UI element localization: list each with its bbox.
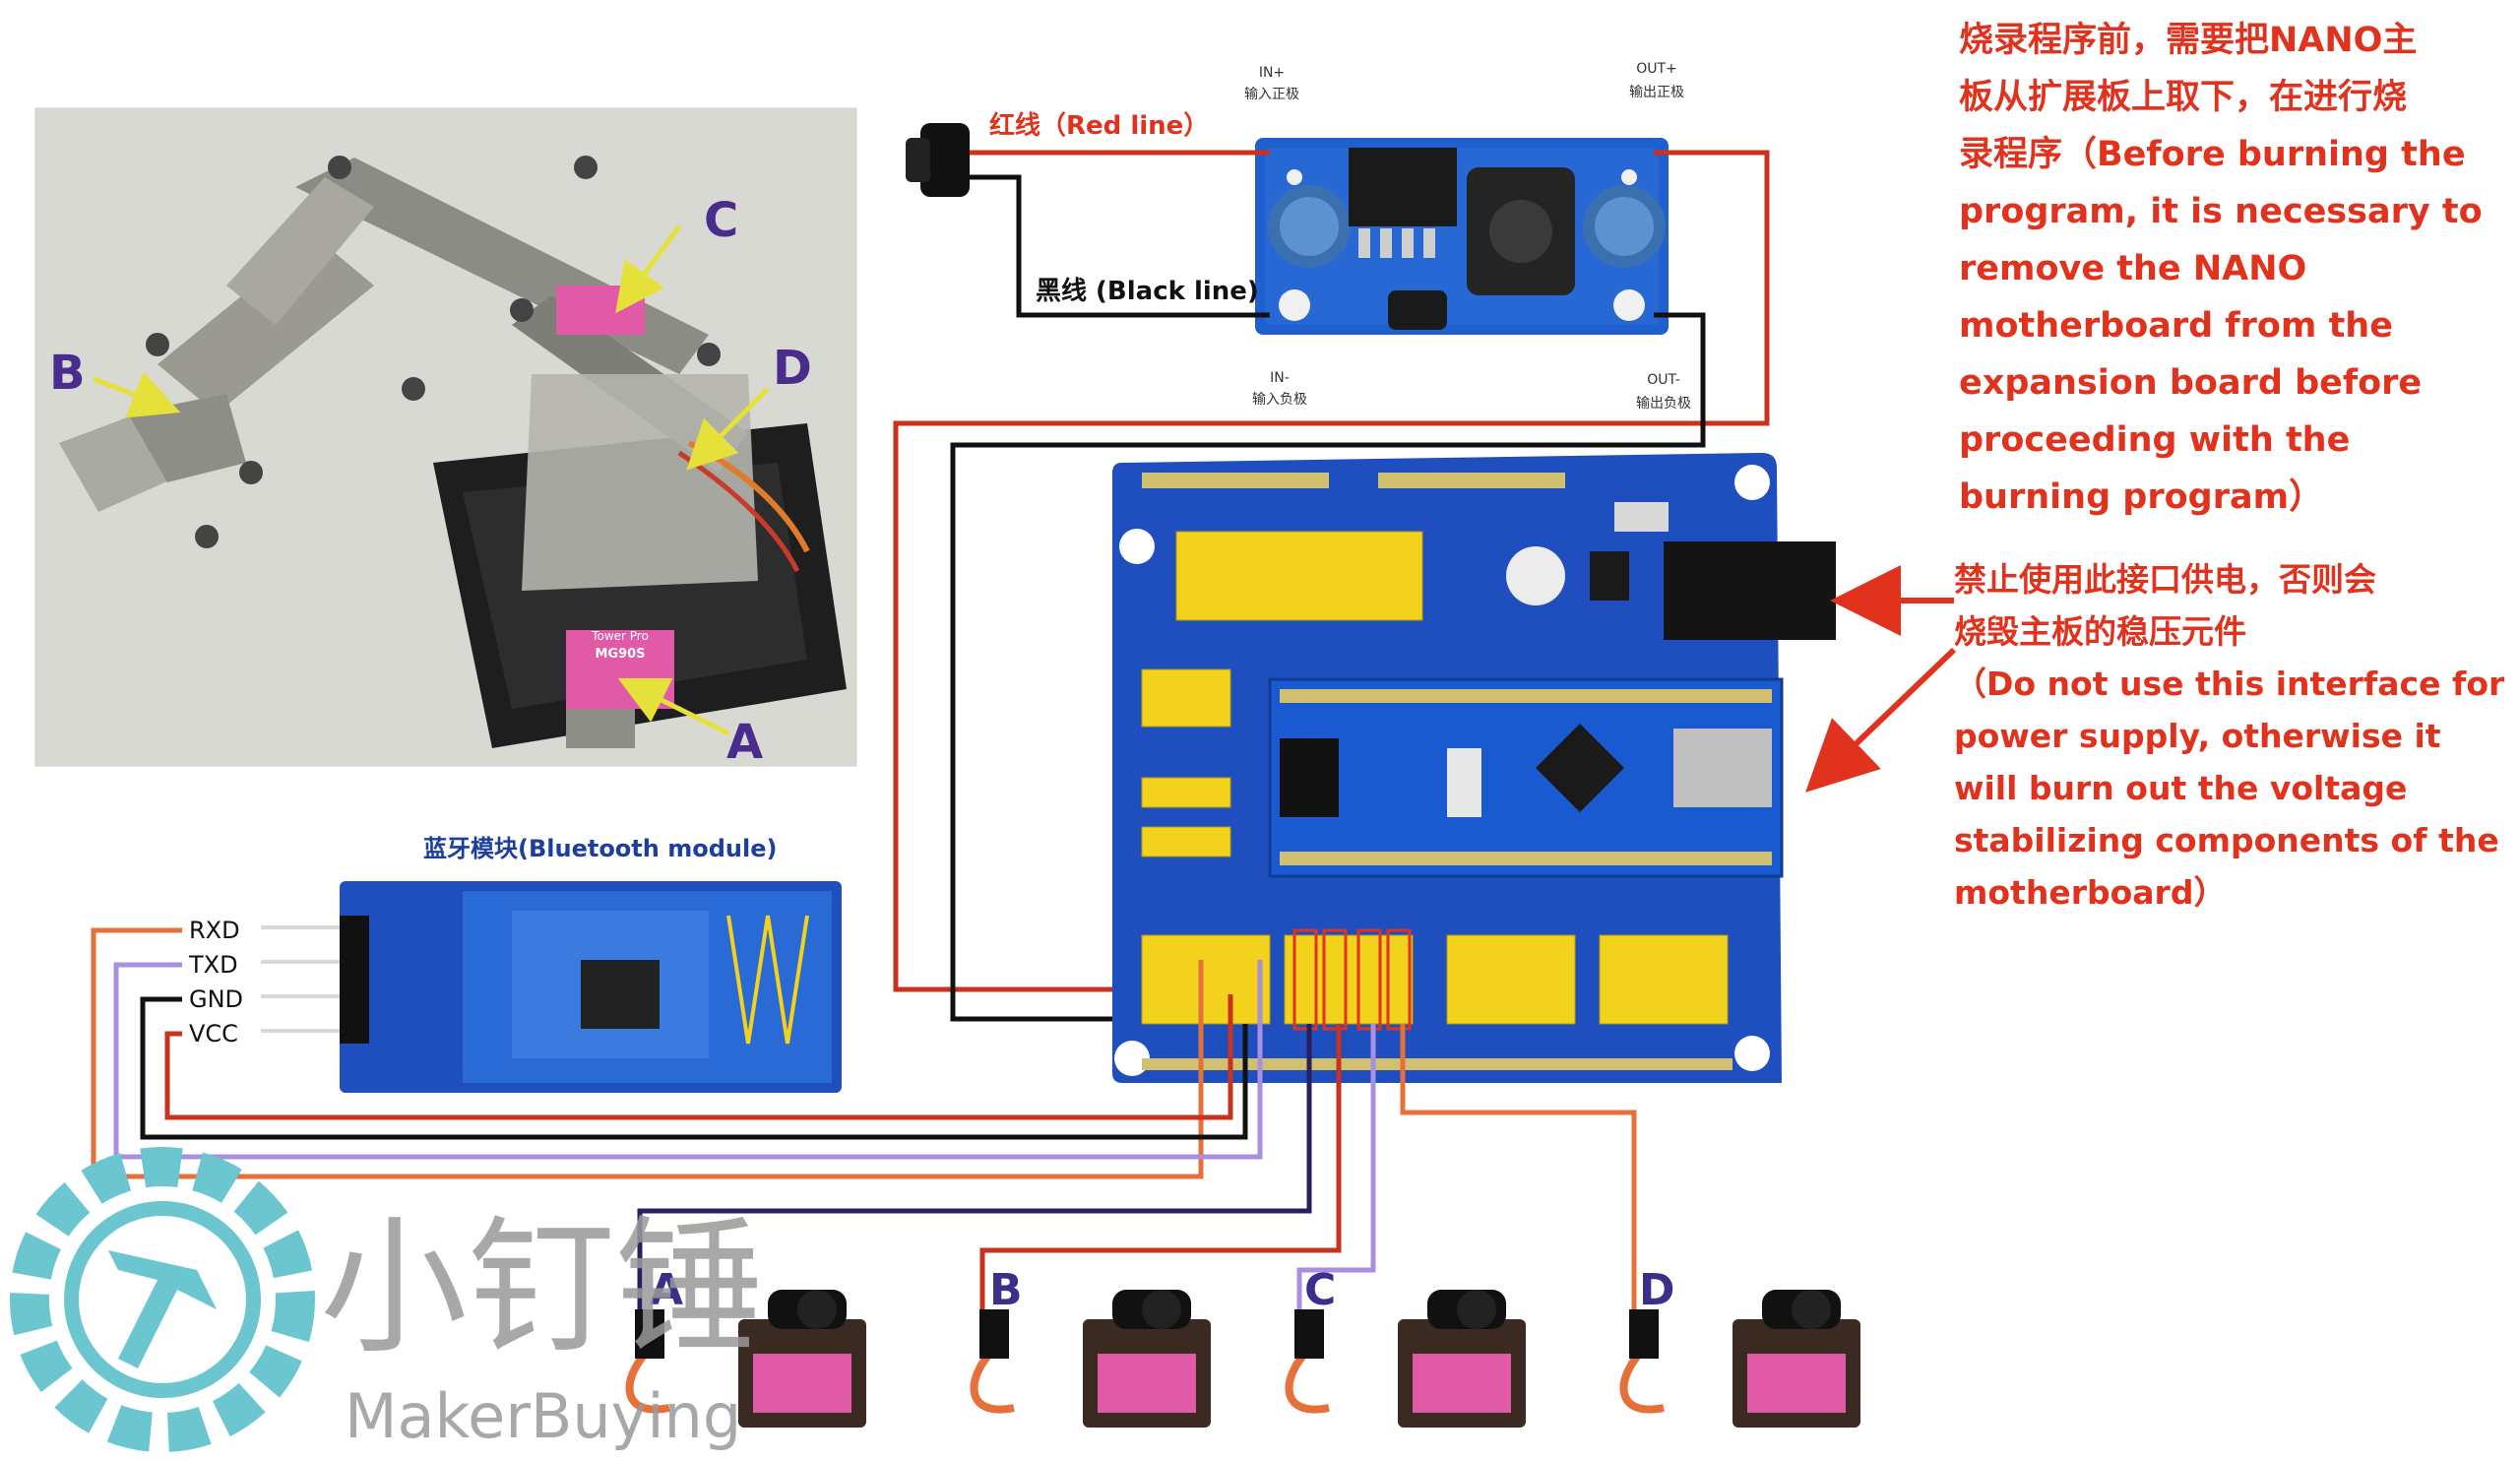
robot-arm-photo: Tower Pro MG90S C B D A (34, 107, 857, 770)
wire-servo-c (1296, 1024, 1376, 1309)
logo-cn: 小钉锤 (320, 1203, 763, 1374)
wire-gnd (140, 996, 1248, 1140)
photo-servo-brand: Tower Pro (591, 629, 649, 643)
warning-arrow-usb (1805, 647, 1957, 793)
arm-label-a: A (726, 715, 763, 770)
wire-vcc (164, 994, 1233, 1120)
burn-note-line: 录程序（Before burning the (1959, 135, 2466, 174)
black-input-wire (970, 174, 1270, 318)
usb-port (1673, 729, 1772, 807)
logo-en: MakerBuying (345, 1380, 741, 1452)
in-minus-cn: 输入负极 (1252, 392, 1307, 408)
burn-note-line: motherboard from the (1959, 306, 2393, 346)
servo-a: A (625, 1265, 866, 1428)
servo-d: D (1619, 1265, 1860, 1428)
bluetooth-title: 蓝牙模块(Bluetooth module) (423, 835, 777, 862)
power-warning-line: 禁止使用此接口供电，否则会 (1954, 560, 2376, 599)
power-warning-line: stabilizing components of the (1954, 821, 2499, 859)
bluetooth-module: 蓝牙模块(Bluetooth module) RXD TXD GND VCC (188, 835, 842, 1093)
makerbuying-logo: 小钉锤 MakerBuying (10, 1147, 763, 1452)
bt-pin-txd: TXD (188, 951, 238, 979)
servo-b: B (970, 1265, 1211, 1428)
expansion-board (1112, 453, 1836, 1083)
burn-note-line: burning program） (1959, 477, 2323, 517)
burn-note-line: 板从扩展板上取下，在进行烧 (1959, 78, 2407, 117)
power-warning-line: 烧毁主板的稳压元件 (1954, 612, 2246, 651)
power-module: IN+ 输入正极 OUT+ 输出正极 IN- 输入负极 OUT- 输出负极 (1244, 61, 1691, 412)
power-warning-line: （Do not use this interface for (1954, 665, 2505, 703)
out-plus-cn: 输出正极 (1629, 85, 1684, 100)
hammer-icon (108, 1250, 217, 1368)
servo-label-c: C (1304, 1265, 1336, 1315)
photo-servo-model: MG90S (595, 647, 645, 662)
burn-note-line: proceeding with the (1959, 420, 2350, 460)
servo-row: A B C D (625, 1265, 1860, 1428)
dc-input-plug (906, 123, 970, 197)
burn-note-line: expansion board before (1959, 363, 2422, 403)
burn-note-line: remove the NANO (1959, 249, 2306, 288)
in-minus-top: IN- (1270, 370, 1290, 386)
servo-c: C (1285, 1265, 1526, 1428)
wire-servo-d (1400, 1024, 1637, 1309)
power-warning-line: power supply, otherwise it (1954, 717, 2441, 755)
out-minus-cn: 输出负极 (1636, 396, 1691, 412)
in-plus-top: IN+ (1259, 65, 1285, 81)
power-warning-line: motherboard） (1954, 873, 2226, 912)
red-output-wire (893, 150, 1770, 992)
black-line-label: 黑线 (Black line) (1036, 277, 1259, 306)
in-plus-cn: 输入正极 (1244, 87, 1299, 102)
wire-servo-b (979, 1024, 1342, 1309)
burn-note-line: 烧录程序前，需要把NANO主 (1959, 21, 2417, 60)
red-line-label: 红线（Red line） (989, 110, 1209, 141)
servo-label-a: A (650, 1265, 683, 1315)
servo-label-b: B (989, 1265, 1023, 1315)
power-warning-line: will burn out the voltage (1954, 769, 2407, 807)
arm-label-d: D (773, 341, 812, 396)
servo-label-d: D (1639, 1265, 1675, 1315)
out-minus-top: OUT- (1647, 372, 1680, 388)
out-plus-top: OUT+ (1636, 61, 1677, 77)
bt-pin-gnd: GND (189, 985, 243, 1013)
black-output-wire (950, 312, 1706, 1022)
arm-label-b: B (49, 346, 86, 401)
arm-label-c: C (704, 193, 738, 248)
wire-servo-a (637, 1024, 1312, 1309)
dc-barrel-jack (1664, 541, 1836, 640)
bt-pin-vcc: VCC (189, 1020, 238, 1048)
bt-pin-rxd: RXD (189, 917, 240, 944)
burn-note-line: program, it is necessary to (1959, 192, 2483, 231)
